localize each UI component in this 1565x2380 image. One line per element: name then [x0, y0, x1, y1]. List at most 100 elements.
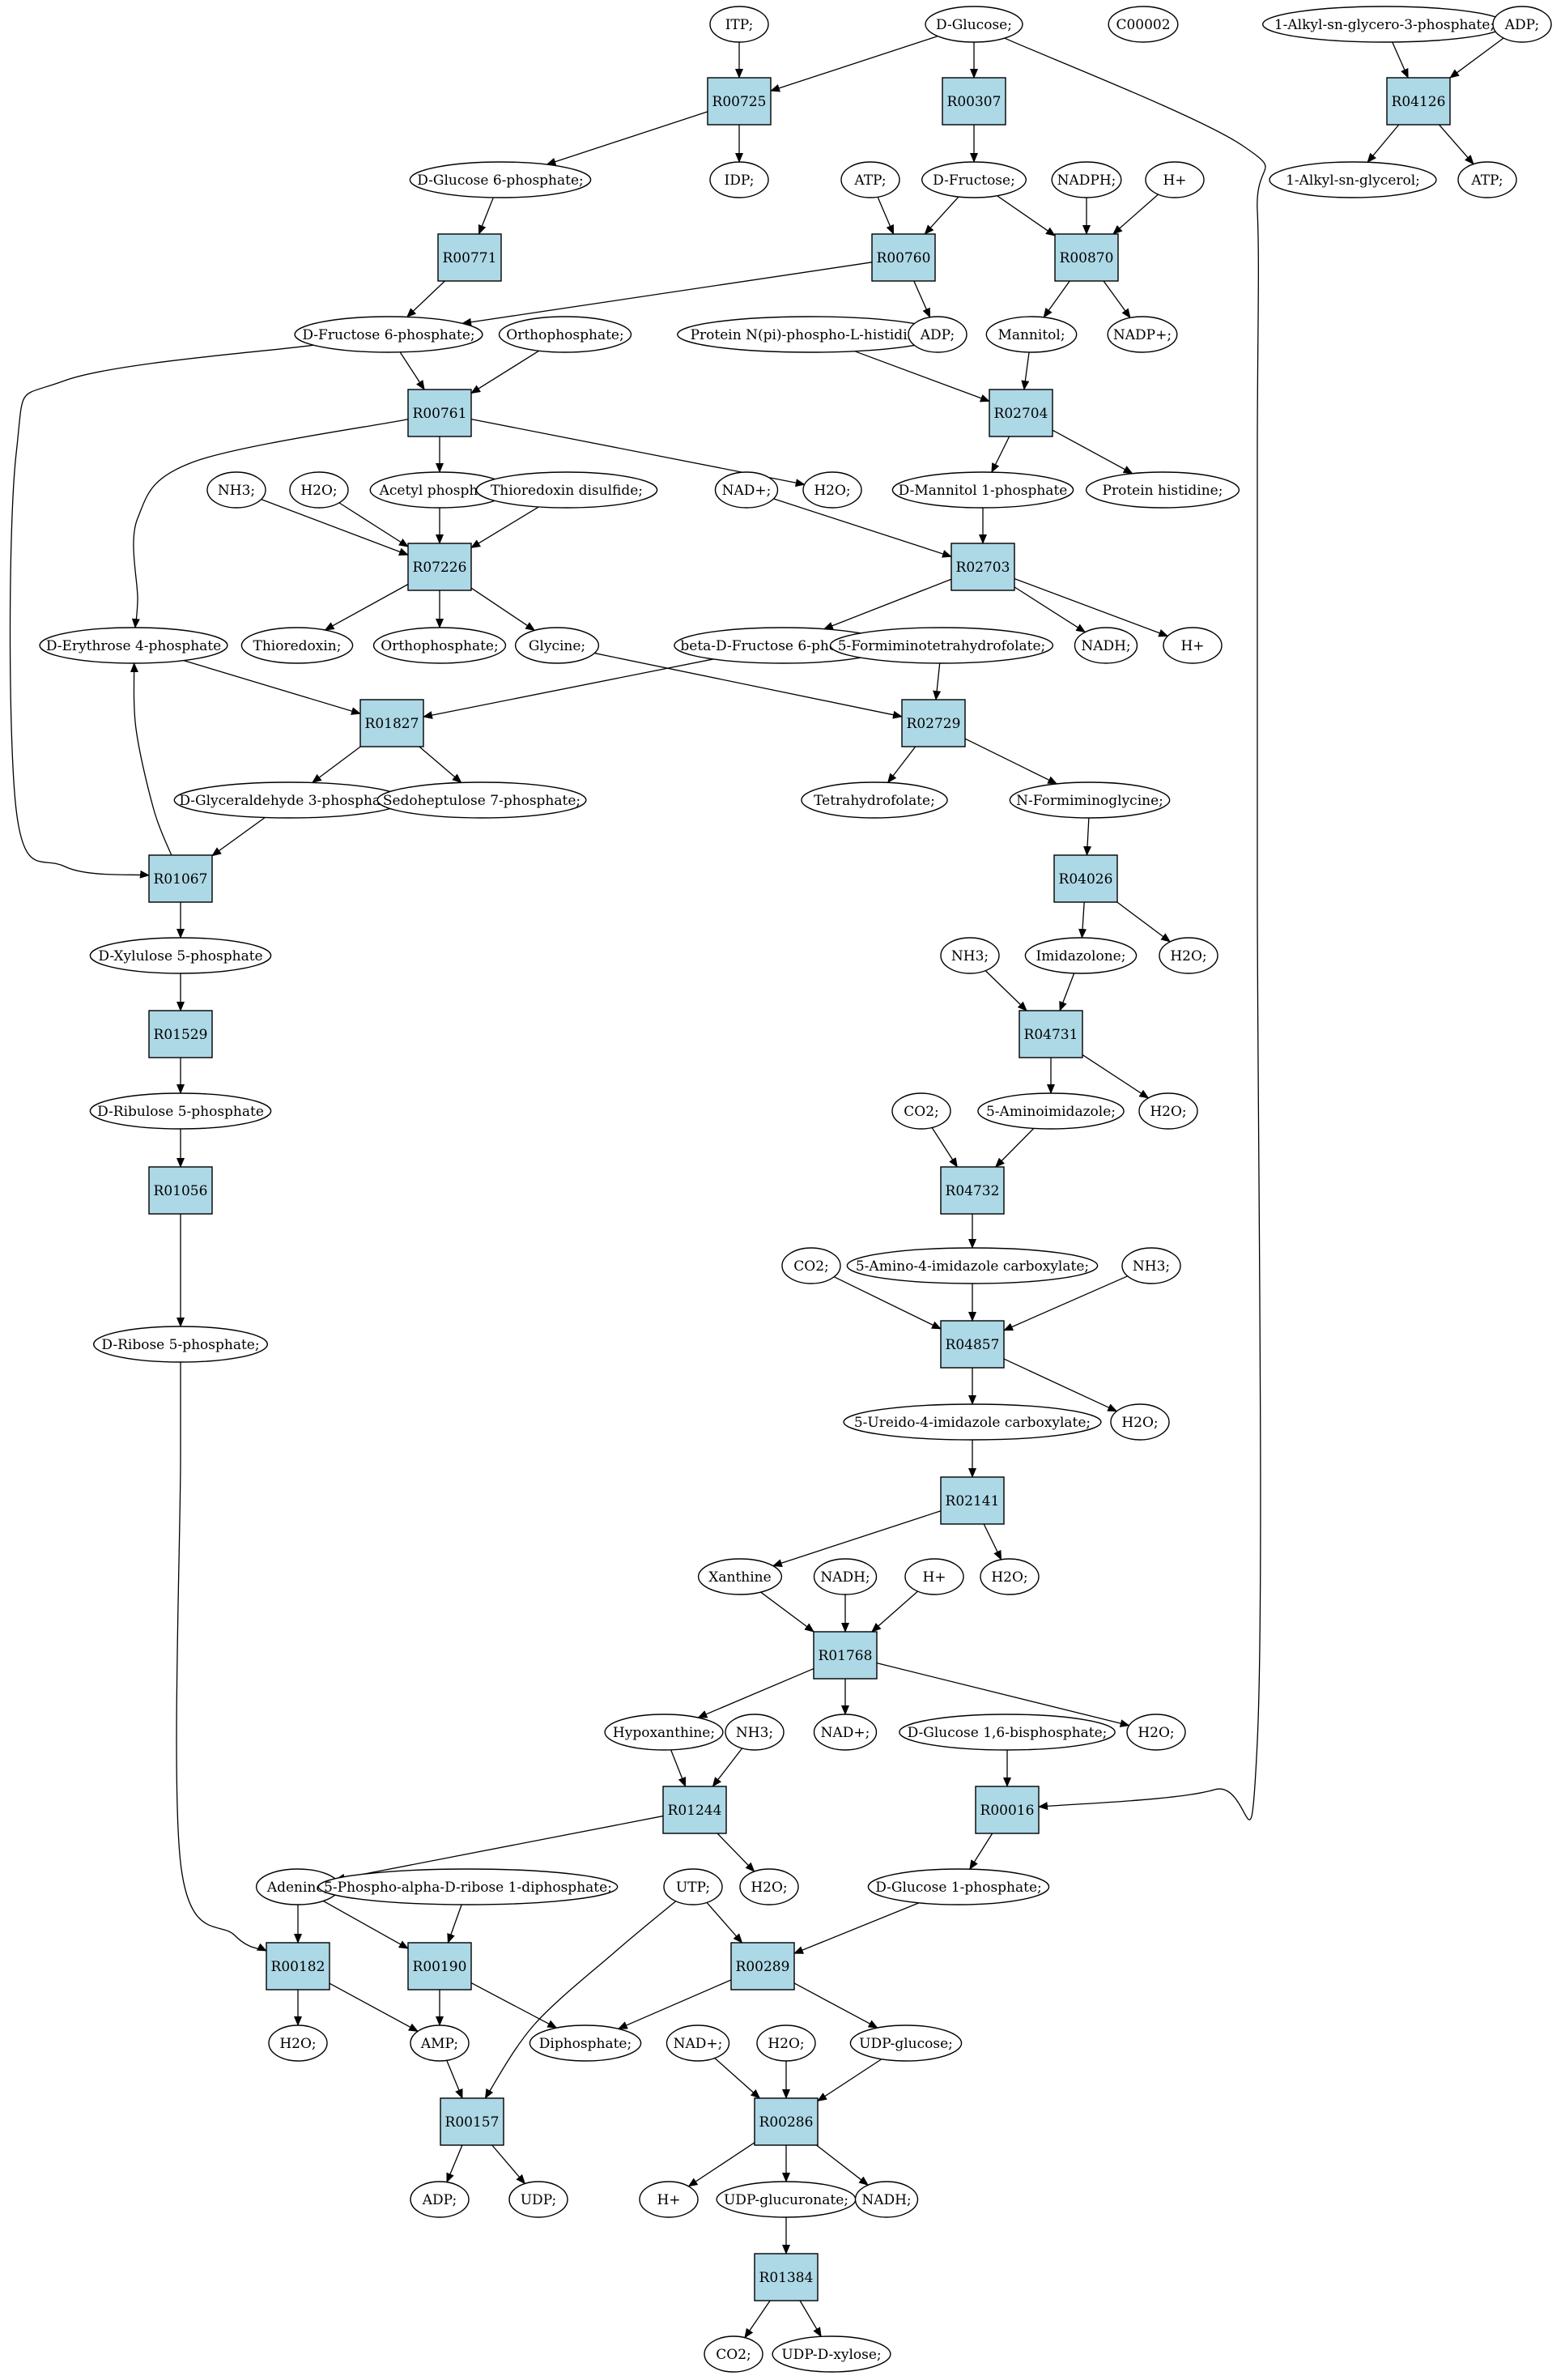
compound-node-pnhis: Protein N(pi)-phospho-L-histidine;: [677, 316, 942, 353]
edge-r01768-to-hypx: [697, 1667, 814, 1718]
edge-r04731-to-h2od: [1082, 1054, 1150, 1099]
node-label: H2O;: [300, 483, 337, 499]
reaction-node-r02703: R02703: [950, 543, 1015, 591]
node-label: H2O;: [279, 2036, 316, 2052]
reaction-box: [148, 1010, 213, 1058]
compound-ellipse: [704, 2335, 763, 2373]
compound-node-fthf: 5-Formiminotetrahydrofolate;: [829, 627, 1054, 664]
node-label: Acetyl phosphate: [379, 483, 500, 499]
compound-node-co2b: CO2;: [781, 1247, 841, 1284]
node-label: 5-Aminoimidazole;: [986, 1104, 1116, 1120]
edge-r00760-to-adp1: [913, 280, 931, 318]
edge-co2a-to-r04732: [931, 1127, 958, 1168]
compound-ellipse: [1138, 1092, 1198, 1130]
node-label: 5-Ureido-4-imidazole carboxylate;: [854, 1415, 1091, 1431]
reaction-node-r04026: R04026: [1053, 854, 1118, 903]
compound-node-co2c: CO2;: [704, 2335, 763, 2373]
compound-node-nadp2: NAD+;: [813, 1714, 878, 1751]
reaction-box: [1054, 233, 1119, 282]
node-label: H2O;: [991, 1569, 1027, 1586]
reaction-box: [871, 233, 936, 282]
edge-r00870-to-mannitol: [1043, 280, 1070, 318]
edge-r00760-to-f6p: [461, 262, 873, 326]
compound-node-nh3c: NH3;: [1121, 1247, 1181, 1284]
edge-r07226-to-trx: [324, 583, 409, 631]
node-label: R01244: [668, 1803, 722, 1819]
node-label: H+: [1163, 172, 1186, 189]
reaction-node-r01067: R01067: [148, 854, 213, 903]
node-label: D-Ribose 5-phosphate;: [101, 1337, 259, 1353]
reaction-node-r00761: R00761: [407, 389, 472, 437]
compound-ellipse: [92, 1326, 269, 1363]
compound-ellipse: [940, 937, 1000, 974]
compound-ellipse: [89, 937, 272, 974]
reaction-node-r01827: R01827: [359, 699, 424, 747]
node-label: H2O;: [1150, 1104, 1186, 1120]
node-label: R04126: [1392, 94, 1446, 110]
compound-ellipse: [904, 1558, 964, 1595]
compound-node-udpg: UDP-glucose;: [849, 2024, 963, 2062]
edge-r02704-to-phis: [1052, 429, 1133, 475]
edge-utp-to-r00157: [481, 1901, 677, 2104]
compound-ellipse: [921, 161, 1027, 198]
node-label: Tetrahydrofolate;: [814, 793, 935, 809]
node-label: UDP-glucuronate;: [724, 2192, 848, 2208]
compound-ellipse: [709, 161, 769, 198]
node-label: Adenine;: [266, 1880, 329, 1896]
node-label: R00289: [736, 1959, 790, 1975]
node-label: H+: [1180, 638, 1204, 654]
node-label: Glycine;: [529, 638, 585, 654]
compound-node-dglc: D-Glucose;: [925, 6, 1023, 43]
reaction-box: [975, 1786, 1040, 1834]
node-label: 5-Phospho-alpha-D-ribose 1-diphosphate;: [324, 1880, 612, 1896]
compound-node-nadpp: NADP+;: [1107, 316, 1178, 353]
edge-utp-to-r00289: [706, 1901, 743, 1944]
compound-node-h2oj: H2O;: [756, 2024, 816, 2062]
compound-node-nadh3: NADH;: [854, 2181, 919, 2218]
compound-node-s7p: Sedoheptulose 7-phosphate;: [376, 781, 587, 819]
node-label: NADH;: [1081, 638, 1130, 654]
node-label: H2O;: [814, 483, 850, 499]
node-label: Imidazolone;: [1036, 948, 1126, 964]
compound-ellipse: [772, 2335, 891, 2373]
edge-udpg-to-r00286: [817, 2059, 882, 2101]
node-label: NH3;: [951, 948, 989, 964]
reaction-node-r00157: R00157: [440, 2097, 504, 2146]
compound-ellipse: [1121, 1247, 1181, 1284]
compound-ellipse: [1074, 627, 1138, 664]
compound-ellipse: [801, 781, 948, 819]
reaction-node-r07226: R07226: [407, 543, 472, 591]
compound-ellipse: [980, 1558, 1040, 1595]
node-label: D-Erythrose 4-phosphate: [46, 638, 221, 654]
compound-node-itp: ITP;: [709, 6, 769, 43]
edge-r02141-to-xan: [772, 1510, 942, 1567]
reaction-node-r02729: R02729: [901, 699, 966, 747]
edge-nh3c-to-r04857: [1003, 1275, 1129, 1331]
reaction-node-r00286: R00286: [754, 2097, 819, 2146]
compound-ellipse: [1126, 1714, 1186, 1751]
reaction-box: [813, 1631, 878, 1680]
reaction-node-r00870: R00870: [1054, 233, 1119, 282]
compound-node-r5p: D-Ribose 5-phosphate;: [92, 1326, 269, 1363]
reaction-box: [407, 1942, 472, 1990]
compound-ellipse: [813, 1558, 878, 1595]
compound-node-ortho1: Orthophosphate;: [498, 316, 632, 353]
compound-node-atp1: ATP;: [840, 161, 900, 198]
compound-node-adp_tr: ADP;: [1492, 6, 1552, 43]
reaction-node-r01768: R01768: [813, 1631, 878, 1680]
edge-r02729-to-thf: [887, 746, 916, 784]
compound-ellipse: [725, 1714, 785, 1751]
node-label: R07226: [413, 560, 467, 576]
node-label: H2O;: [1121, 1415, 1158, 1431]
node-label: R01529: [154, 1027, 208, 1043]
compound-node-gly: Glycine;: [514, 627, 600, 664]
reaction-box: [1386, 77, 1451, 126]
reaction-box: [754, 2253, 819, 2301]
edge-r04857-to-h2oe: [1003, 1358, 1118, 1412]
compound-node-e4p: D-Erythrose 4-phosphate: [39, 627, 228, 664]
edge-hp3-to-r01768: [871, 1590, 918, 1633]
compound-node-acp: Acetyl phosphate: [369, 471, 510, 509]
reaction-box: [148, 1166, 213, 1215]
compound-node-m1p: D-Mannitol 1-phosphate: [891, 471, 1074, 509]
compound-node-adp1: ADP;: [908, 316, 967, 353]
